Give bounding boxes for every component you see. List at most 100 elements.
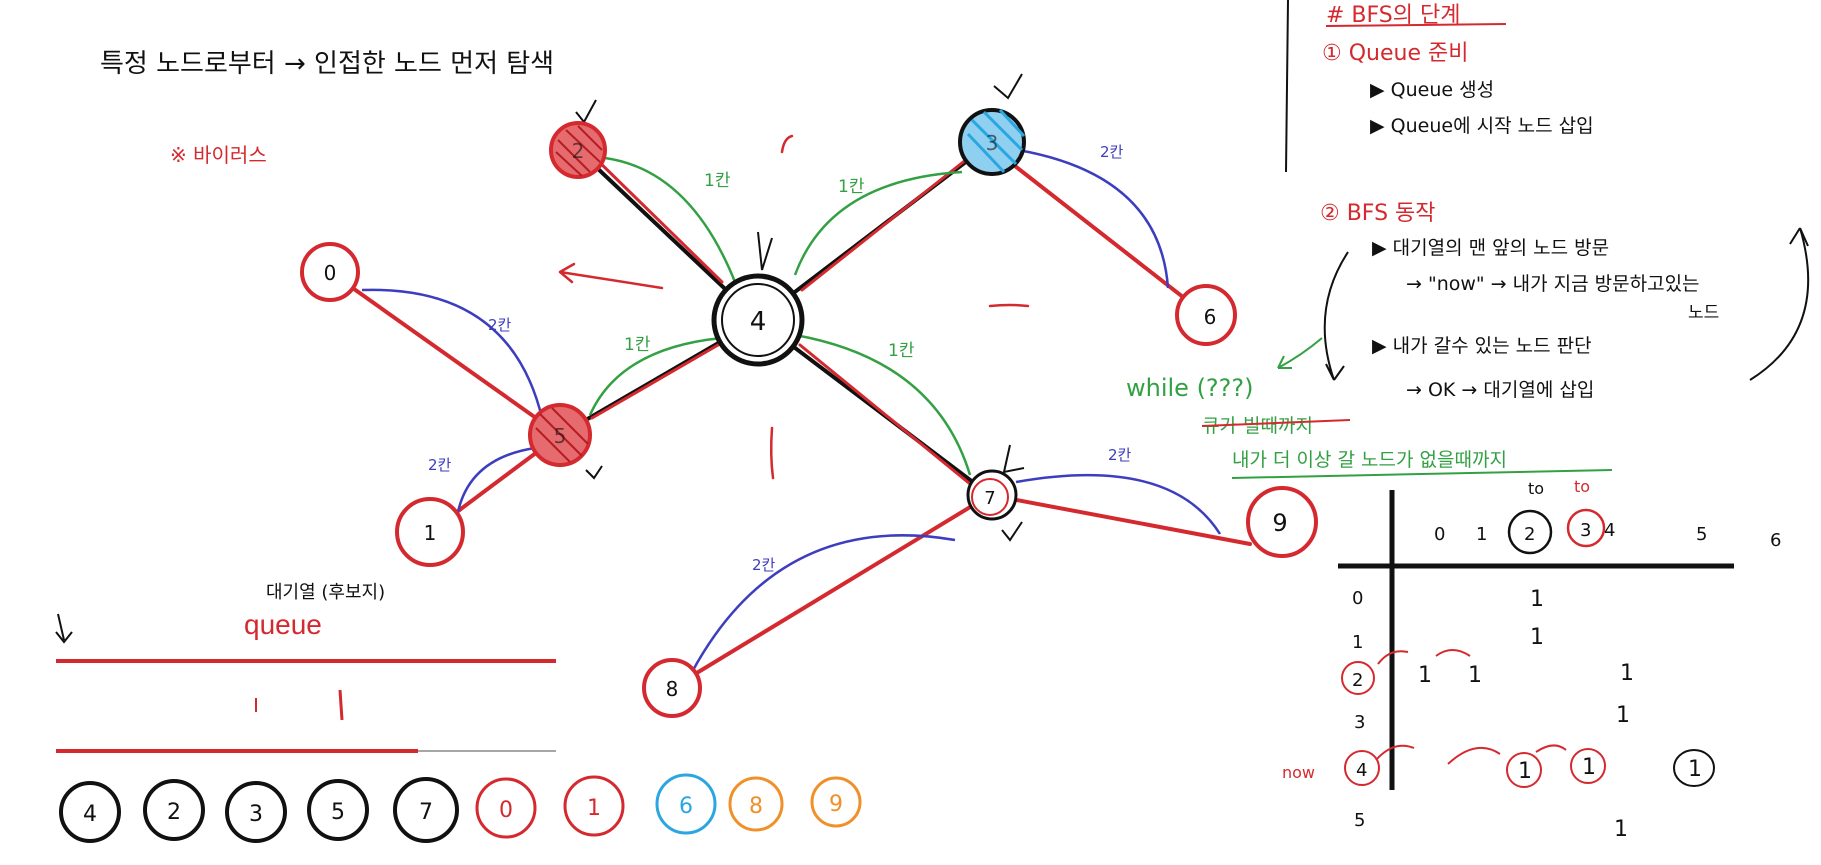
tick-7 <box>1002 444 1025 474</box>
graph-node-5-label: 5 <box>554 424 567 448</box>
queue-item-label: 2 <box>167 800 181 825</box>
edge-0-5 <box>328 270 562 437</box>
tick-3 <box>993 73 1023 100</box>
until-no-node: 내가 더 이상 갈 노드가 없을때까지 <box>1232 449 1507 471</box>
label-1-step-a: 1칸 <box>704 171 731 191</box>
edge-5-4-red <box>590 343 720 420</box>
graph-node-6: 6 <box>1175 284 1237 346</box>
hop-arc <box>1535 744 1567 753</box>
matrix-cell: 1 <box>1530 587 1544 612</box>
graph-node-0-label: 0 <box>324 261 337 285</box>
graph-node-6-label: 6 <box>1204 305 1217 329</box>
hop-arc <box>1435 649 1471 657</box>
queue-item-label: 3 <box>249 802 263 827</box>
tick-7b <box>1001 521 1023 542</box>
matrix-cell-ring-black <box>1673 749 1715 787</box>
graph-node-4-label: 4 <box>750 307 767 337</box>
edge-3-6 <box>986 143 1208 317</box>
arc-5-1 <box>456 446 536 513</box>
queue-item-label: 6 <box>679 794 693 819</box>
while-arrow <box>1277 337 1323 369</box>
graph-node-7-label: 7 <box>984 488 995 509</box>
queue-entry-arrow <box>55 613 73 644</box>
queue-order: 4 2 3 5 7 0 1 6 <box>59 773 862 843</box>
graph-node-9-label: 9 <box>1272 509 1287 537</box>
matrix-cell: 1 <box>1418 663 1432 688</box>
matrix-col-header: 4 <box>1604 520 1615 541</box>
label-2-step-a: 2칸 <box>488 316 512 334</box>
graph-arcs <box>361 148 1222 673</box>
queue-item: 3 <box>225 781 287 843</box>
queue-item: 8 <box>728 776 784 832</box>
edge-step-labels: 1칸 1칸 1칸 1칸 2칸 2칸 2칸 2칸 2칸 <box>428 143 1132 574</box>
hop-arc <box>1377 650 1409 665</box>
direction-arrows <box>558 134 1030 480</box>
queue-item: 4 <box>59 781 121 843</box>
edge-7-8 <box>670 493 992 690</box>
graph-node-3: 3 <box>958 108 1026 176</box>
queue-item-label: 0 <box>499 798 513 823</box>
matrix-row-header: 0 <box>1352 588 1363 609</box>
until-queue-empty: 큐가 빌때까지 <box>1202 415 1313 437</box>
page-title: 특정 노드로부터 → 인접한 노드 먼저 탐색 <box>100 49 554 79</box>
queue-item-label: 8 <box>749 794 763 819</box>
queue-item-label: 1 <box>587 796 601 821</box>
matrix-cell: 1 <box>1614 817 1628 842</box>
queue-item: 2 <box>143 779 205 841</box>
arrow-left <box>558 262 664 290</box>
matrix-cell: 1 <box>1518 759 1532 784</box>
matrix-cell: 1 <box>1530 625 1544 650</box>
matrix-col-header: 0 <box>1434 524 1445 545</box>
graph-node-9: 9 <box>1246 486 1318 558</box>
arc-7-8 <box>690 534 956 673</box>
step2-item: ▶ 내가 갈수 있는 노드 판단 <box>1372 335 1592 357</box>
step2-item: ▶ 대기열의 맨 앞의 노드 방문 <box>1372 237 1609 259</box>
label-1-step-c: 1칸 <box>624 335 651 355</box>
label-2-step-b: 2칸 <box>428 456 452 474</box>
queue-area: 대기열 (후보지) queue <box>55 582 556 753</box>
graph-node-7: 7 <box>966 469 1018 521</box>
step1-item: ▶ Queue에 시작 노드 삽입 <box>1370 115 1594 137</box>
edge-7-9 <box>988 493 1252 546</box>
matrix-col-header: 1 <box>1476 524 1487 545</box>
matrix-col-header: 3 <box>1580 520 1591 541</box>
queue-item-label: 4 <box>83 802 97 827</box>
matrix-cell: 1 <box>1468 663 1482 688</box>
matrix-row-2-ring <box>1341 661 1375 695</box>
matrix-to-label: to <box>1528 479 1544 498</box>
matrix-cell: 1 <box>1620 661 1634 686</box>
graph-node-2: 2 <box>549 121 607 179</box>
matrix-row-header: 4 <box>1356 760 1367 781</box>
matrix-cell: 1 <box>1582 755 1596 780</box>
graph-node-1-label: 1 <box>424 521 437 545</box>
matrix-cells: 1 1 1 1 1 1 1 1 1 1 <box>1418 587 1715 842</box>
arrow-down <box>769 426 775 480</box>
queue-item: 6 <box>655 773 717 835</box>
matrix-cell: 1 <box>1688 757 1702 782</box>
matrix-row-header: 1 <box>1352 632 1363 653</box>
step2-item: → OK → 대기열에 삽입 <box>1406 379 1594 401</box>
edge-7-4-red <box>798 343 977 490</box>
graph-node-4: 4 <box>711 273 805 367</box>
arc-4-7 <box>794 333 972 476</box>
queue-item-label: 7 <box>419 800 433 825</box>
matrix-col-header: 6 <box>1770 530 1781 551</box>
arrow-up <box>780 134 794 154</box>
until-queue-empty-strike <box>1201 419 1351 427</box>
queue-item: 7 <box>393 777 459 843</box>
arc-4-3 <box>793 170 963 276</box>
label-2-step-d: 2칸 <box>1108 446 1132 464</box>
while-label: while (???) <box>1126 374 1254 402</box>
bfs-steps: # BFS의 단계 ① Queue 준비 ▶ Queue 생성 ▶ Queue에… <box>1126 3 1810 479</box>
matrix-col-header: 5 <box>1696 524 1707 545</box>
side-note: ※ 바이러스 <box>170 143 267 167</box>
graph-node-8-label: 8 <box>666 677 679 701</box>
loop-arrow-left <box>1323 251 1349 381</box>
graph-node-5: 5 <box>528 403 592 467</box>
arrow-right <box>988 303 1030 308</box>
matrix-now-label: now <box>1282 763 1315 782</box>
matrix-col-header: 2 <box>1524 524 1535 545</box>
matrix-row-headers: 0 1 2 3 now 4 5 <box>1282 588 1380 831</box>
arc-4-2 <box>604 156 737 283</box>
arc-4-5 <box>588 336 723 416</box>
